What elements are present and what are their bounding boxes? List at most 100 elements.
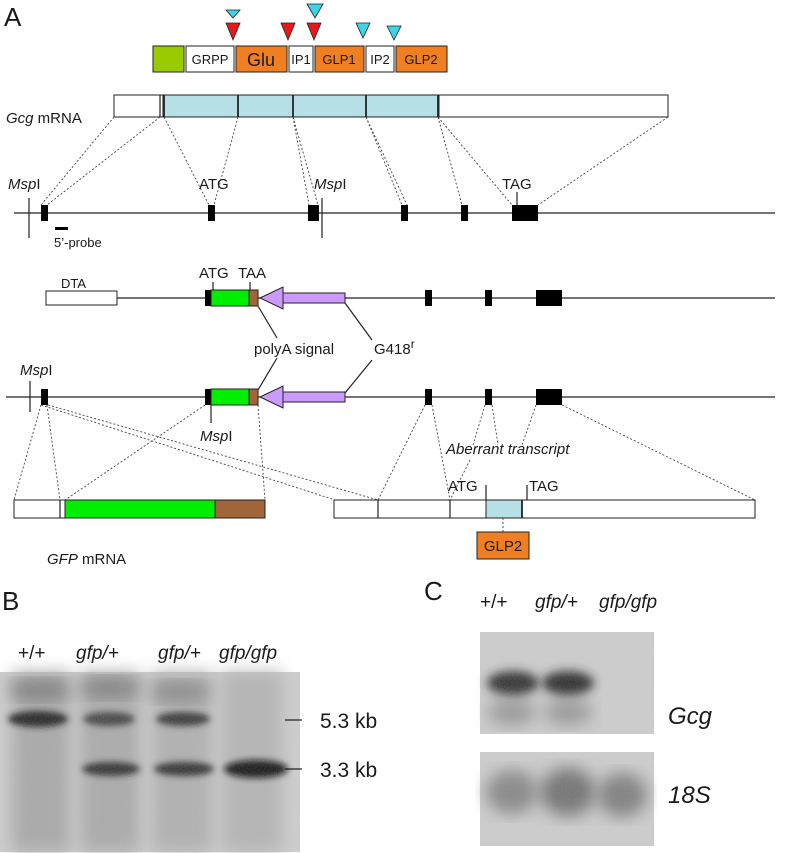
glp1-box	[314, 45, 365, 73]
vector-gfp-box	[210, 289, 250, 307]
panel-b: B +/+ gfp/+ gfp/+ gfp/gfp 5.3 kb 3.3 kb	[0, 586, 377, 852]
cyan-triangle-3	[355, 22, 371, 39]
vector-exon-5	[485, 290, 492, 306]
red-triangle-3	[306, 22, 322, 42]
exon-4	[401, 205, 408, 221]
targeted-allele: MspI MspI Aberrant transcript	[6, 362, 775, 458]
exon-2	[208, 205, 215, 221]
gcg-exon-connectors	[40, 116, 669, 206]
wild-type-gene: MspI MspI ATG TAG 5’-probe	[8, 176, 775, 250]
allele-neo-arrow-head	[258, 385, 284, 409]
transcript-connectors	[13, 404, 756, 501]
probe-label-gcg: Gcg	[668, 703, 713, 730]
glp2-callout-label: GLP2	[484, 538, 522, 555]
cyan-triangle-4	[386, 25, 402, 41]
five-prime-probe-label: 5’-probe	[54, 235, 102, 250]
glp2-label: GLP2	[404, 52, 437, 67]
panel-a-label: A	[4, 2, 22, 32]
gcg-mrna-label: Gcg mRNA	[6, 110, 82, 127]
polya-signal-label: polyA signal	[254, 341, 334, 358]
aberrant-glp2-region	[485, 499, 523, 519]
signal-peptide-box	[152, 45, 185, 73]
red-triangle-2	[280, 22, 296, 42]
grpp-label: GRPP	[192, 52, 229, 67]
five-prime-probe-bar	[55, 227, 68, 230]
taa-label-vector: TAA	[238, 265, 266, 282]
glp2-callout-box	[476, 531, 530, 560]
gcg-mrna-coding	[162, 94, 440, 118]
blot-b-lane-4: gfp/gfp	[219, 643, 277, 664]
proglucagon-domains: GRPP Glu IP1 GLP1 IP2 GLP2	[152, 45, 448, 73]
vector-polya-box	[248, 289, 259, 307]
allele-gfp-box	[210, 388, 250, 406]
cleavage-site-markers	[225, 3, 402, 42]
gcg-mrna: Gcg mRNA	[6, 94, 669, 127]
allele-exon-1	[41, 389, 48, 405]
exon-6	[512, 205, 538, 221]
vector-neo-arrow-head	[258, 286, 284, 310]
glu-box	[235, 45, 288, 73]
dta-box	[45, 290, 118, 306]
aberrant-transcript-label: Aberrant transcript	[445, 441, 570, 458]
allele-exon-5	[485, 389, 492, 405]
blot-b-lane-3: gfp/+	[158, 643, 201, 664]
northern-blot-gcg	[480, 632, 654, 734]
vector-atg-block	[205, 290, 211, 306]
blot-c-lane-1: +/+	[480, 592, 507, 613]
panel-a: A GRPP Glu IP1 GLP1 IP2 GLP2	[4, 2, 775, 568]
glp2-box	[395, 45, 448, 73]
cyan-triangle-2	[306, 3, 324, 19]
northern-blot-18s	[480, 752, 654, 846]
vector-exon-4	[425, 290, 432, 306]
exon-1	[41, 205, 48, 221]
element-callouts: polyA signal G418r	[254, 302, 415, 394]
gfp-mrna-gfp	[64, 499, 216, 519]
ip1-box	[288, 45, 314, 73]
allele-polya-box	[248, 388, 259, 406]
blot-c-lane-2: gfp/+	[535, 592, 578, 613]
glp1-label: GLP1	[322, 52, 355, 67]
ip1-label: IP1	[291, 52, 311, 67]
ip2-label: IP2	[370, 52, 390, 67]
exon-5	[461, 205, 468, 221]
g418-label: G418r	[374, 337, 415, 358]
allele-exon-4	[425, 389, 432, 405]
gfp-mrna-label: GFP mRNA	[47, 551, 126, 568]
atg-label-aberrant: ATG	[448, 478, 478, 495]
atg-label-wt: ATG	[199, 176, 229, 193]
allele-atg-block	[205, 389, 211, 405]
blot-b-lane-1: +/+	[18, 643, 45, 664]
msp-site-3-label: MspI	[20, 362, 53, 379]
probe-label-18s: 18S	[668, 782, 711, 809]
red-triangle-1	[225, 22, 241, 42]
grpp-box	[185, 45, 235, 73]
ip2-box	[365, 45, 395, 73]
msp-site-2-label: MspI	[314, 176, 347, 193]
vector-exon-6	[536, 290, 562, 306]
vector-neo-arrow-body	[279, 292, 346, 304]
panel-c-label: C	[424, 576, 443, 606]
size-marker-3.3kb: 3.3 kb	[320, 759, 377, 782]
msp-site-4-label: MspI	[200, 428, 233, 445]
tag-label-wt: TAG	[502, 176, 532, 193]
southern-blot-image	[0, 672, 300, 852]
aberrant-transcript: ATG TAG GLP2	[333, 478, 756, 560]
dta-label: DTA	[61, 276, 86, 291]
glu-label: Glu	[247, 50, 275, 70]
targeting-vector: DTA ATG TAA	[45, 265, 775, 310]
panel-c: C +/+ gfp/+ gfp/gfp Gcg 18S	[424, 576, 713, 846]
panel-b-label: B	[2, 586, 19, 616]
size-marker-5.3kb: 5.3 kb	[320, 710, 377, 733]
exon-3	[308, 205, 319, 221]
gfp-mrna-polya	[214, 499, 266, 519]
aberrant-transcript-box	[333, 499, 756, 519]
blot-c-lane-3: gfp/gfp	[599, 592, 657, 613]
allele-neo-arrow-body	[279, 391, 346, 403]
atg-label-vector: ATG	[199, 265, 229, 282]
tag-label-aberrant: TAG	[529, 478, 559, 495]
allele-exon-6	[536, 389, 562, 405]
blot-b-lane-2: gfp/+	[76, 643, 119, 664]
gfp-mrna: GFP mRNA	[13, 499, 266, 568]
cyan-triangle-1	[225, 9, 241, 19]
